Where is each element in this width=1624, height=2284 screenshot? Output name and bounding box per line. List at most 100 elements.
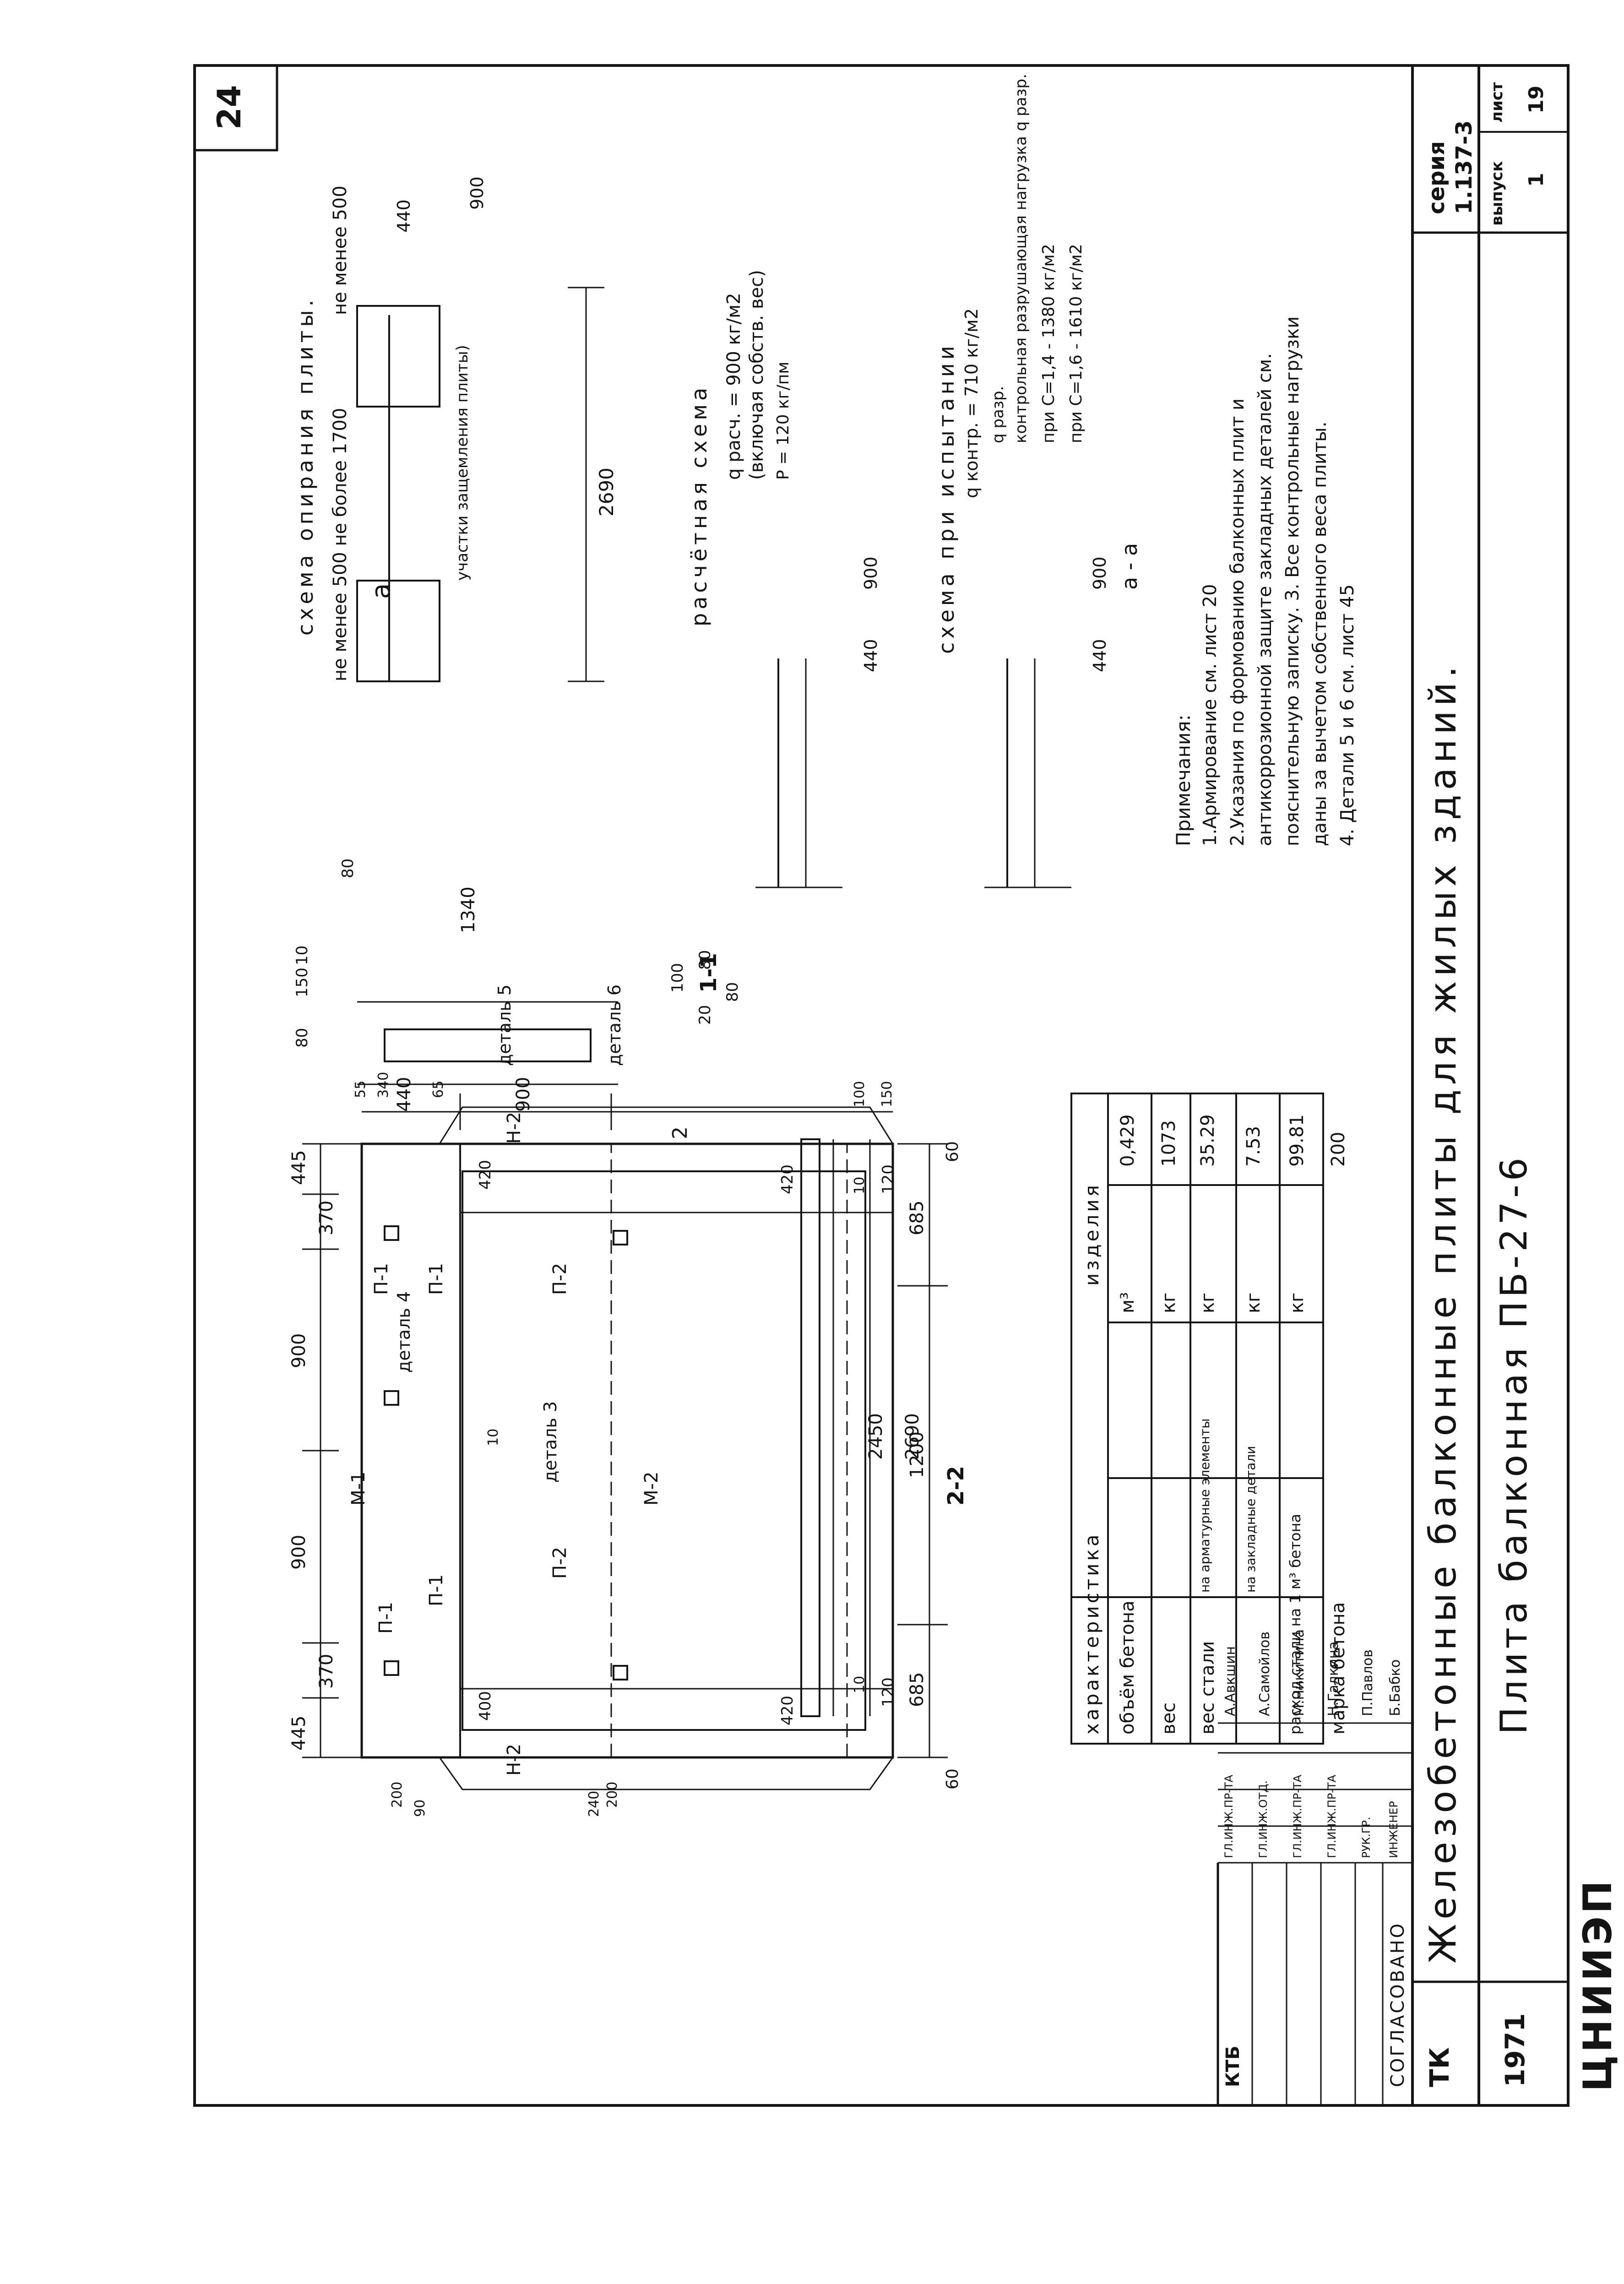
- section-2-2-10a: 10: [852, 1675, 868, 1693]
- issue-label: выпуск: [1488, 161, 1506, 226]
- dim-top-445b: 445: [288, 1150, 310, 1185]
- dim-left-200b: 200: [389, 1781, 405, 1808]
- role-label-6: ИНЖЕНЕР: [1387, 1801, 1400, 1858]
- calc-load: q расч. = 900 кг/м2: [723, 293, 744, 480]
- dim-left-90: 90: [412, 1799, 428, 1817]
- dim-top-370b: 370: [316, 1200, 337, 1235]
- table-row-6-value: 200: [1328, 1131, 1349, 1167]
- detail-3: деталь 3: [540, 1401, 560, 1483]
- table-header-item: изделия: [1081, 1182, 1103, 1286]
- table-row-5-unit: кг: [1287, 1292, 1308, 1313]
- section-2-2-title: 2-2: [943, 1466, 969, 1506]
- label-p2-b: П-2: [549, 1263, 570, 1295]
- section-1-1-10: 10: [293, 945, 311, 965]
- year: 1971: [1499, 2013, 1531, 2087]
- table-row-1-unit: м³: [1117, 1292, 1138, 1313]
- role-label-4: ГЛ.ИНЖ.ПР-ТА: [1325, 1774, 1338, 1858]
- note-1: 1.Армирование см. лист 20: [1200, 584, 1221, 846]
- sheet-number: 24: [211, 85, 248, 130]
- support-length: 2690: [595, 468, 618, 517]
- table-row-3-label: на арматурные элементы: [1197, 1418, 1212, 1593]
- note-5: даны за вычетом собственного веса плиты.: [1309, 421, 1331, 846]
- small-dim-10: 10: [485, 1428, 501, 1446]
- detail-4: деталь 4: [394, 1291, 414, 1373]
- dim-right-440: 440: [394, 1077, 415, 1112]
- section-1-1-80c: 80: [723, 982, 742, 1002]
- role-label-5: РУК.ГР.: [1360, 1816, 1373, 1858]
- dim-bottom-685b: 685: [907, 1200, 928, 1235]
- title-item: Плита балконная ПБ-27-6: [1493, 1154, 1535, 1735]
- staff-name-5: П.Павлов: [1360, 1649, 1376, 1716]
- table-grid: [1070, 1093, 1324, 1745]
- label-p1-b: П-1: [426, 1574, 447, 1606]
- table-header-characteristic: характеристика: [1081, 1532, 1103, 1735]
- support-mark-a: а: [366, 583, 396, 599]
- note-3: антикоррозионной защите закладных детале…: [1255, 353, 1276, 846]
- support-scheme: [356, 287, 604, 682]
- role-label-2: ГЛ.ИНЖ.ОТД.: [1257, 1780, 1270, 1858]
- label-p1-c: П-1: [371, 1263, 392, 1295]
- section-2-2-420b: 420: [778, 1164, 797, 1194]
- test-q-control: q контр. = 710 кг/м2: [961, 308, 982, 498]
- table-merged-label: вес стали: [1197, 1641, 1218, 1735]
- test-scheme: [984, 658, 1071, 888]
- dim-left-240: 240: [586, 1790, 602, 1817]
- note-4: пояснительную записку. 3. Все контрольны…: [1282, 316, 1303, 846]
- calc-note: (включая собств. вес): [746, 270, 767, 480]
- calc-scheme-title: расчётная схема: [687, 384, 712, 626]
- table-row-4-value: 7.53: [1243, 1126, 1264, 1167]
- sheet-value: 19: [1525, 85, 1548, 114]
- support-dim-900: 900: [467, 176, 487, 210]
- slab-plan: [360, 1106, 894, 1790]
- support-scheme-title: схема опирания плиты.: [293, 296, 318, 636]
- label-p1-d: П-1: [426, 1263, 447, 1295]
- tk-mark: ТК: [1424, 2047, 1455, 2087]
- section-mark-2: 2: [668, 1126, 692, 1139]
- approval-grid: [1217, 1722, 1412, 2105]
- plan-dimension-lines: [302, 1093, 948, 1758]
- table-row-2-label: вес: [1158, 1702, 1179, 1735]
- section-1-1-1340: 1340: [458, 886, 479, 933]
- small-dim-420: 420: [476, 1160, 494, 1190]
- table-row-1-value: 0,429: [1117, 1114, 1138, 1167]
- issue-value: 1: [1525, 173, 1548, 187]
- dim-right-340: 340: [375, 1071, 391, 1098]
- label-n2-a: Н-2: [504, 1744, 525, 1776]
- title-main: Железобетонные балконные плиты для жилых…: [1422, 661, 1464, 1963]
- dim-top-370a: 370: [316, 1653, 337, 1689]
- section-2-2-2450: 2450: [865, 1413, 886, 1460]
- section-1-1-150: 150: [293, 968, 311, 997]
- table-row-4-label: на закладные детали: [1243, 1446, 1258, 1593]
- calc-scheme: [755, 658, 842, 888]
- label-m2: М-2: [641, 1471, 662, 1506]
- dim-top-900b: 900: [288, 1333, 310, 1368]
- section-2-2-150: 150: [879, 1081, 895, 1107]
- role-label-3: ГЛ.ИНЖ.ПР-ТА: [1291, 1774, 1304, 1858]
- series-label: серия: [1424, 141, 1450, 214]
- label-p1-a: П-1: [375, 1602, 396, 1634]
- sheet-label: лист: [1488, 82, 1506, 123]
- small-dim-400: 400: [476, 1691, 494, 1721]
- table-row-3-unit: кг: [1197, 1292, 1218, 1313]
- section-2-2: [800, 1138, 871, 1717]
- approval-label: СОГЛАСОВАНО: [1387, 1921, 1408, 2087]
- test-dim-440: 440: [1090, 639, 1110, 672]
- dim-top-900a: 900: [288, 1534, 310, 1570]
- role-label-1: ГЛ.ИНЖ.ПР-ТА: [1222, 1774, 1235, 1858]
- section-2-2-100: 100: [852, 1081, 868, 1107]
- section-2-2-2690: 2690: [902, 1413, 923, 1460]
- detail-6: деталь 6: [604, 984, 625, 1066]
- table-row-5-label: расход стали на 1 м³ бетона: [1287, 1513, 1304, 1735]
- test-q-break-title: q разр.: [989, 386, 1007, 443]
- label-p2-a: П-2: [549, 1547, 570, 1579]
- test-section-mark: а - а: [1117, 543, 1142, 590]
- organization-logo: ЦНИИЭП: [1575, 1878, 1621, 2092]
- staff-name-6: Б.Бабко: [1387, 1659, 1403, 1716]
- section-1-1-80d: 80: [696, 950, 714, 970]
- test-scheme-title: схема при испытании: [934, 342, 959, 654]
- table-row-5-value: 99.81: [1287, 1114, 1308, 1167]
- table-row-2-value: 1073: [1158, 1120, 1179, 1167]
